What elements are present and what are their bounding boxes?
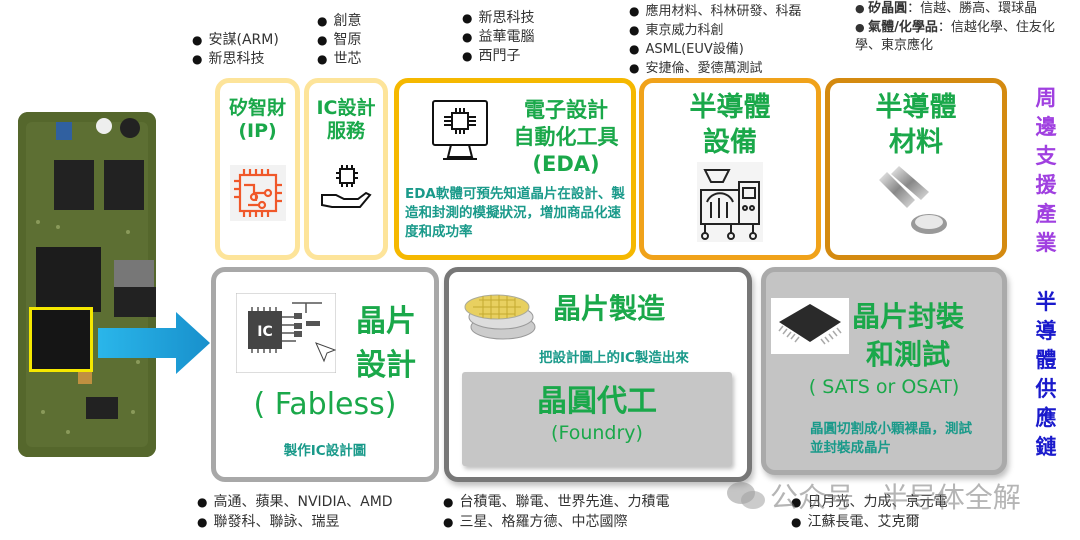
- wafer-stack-icon: [463, 291, 539, 347]
- equipment-company-list: 應用材料、科林研發、科磊 東京威力科創 ASML(EUV設備) 安捷倫、愛德萬測…: [629, 2, 802, 78]
- list-item: 江蘇長電、艾克爾: [791, 512, 947, 532]
- ic-chip-icon: IC: [235, 292, 337, 377]
- arrow-icon: [98, 312, 210, 378]
- svg-text:IC: IC: [257, 324, 272, 340]
- list-item: 益華電腦: [462, 28, 534, 47]
- fab-title: 晶片製造: [553, 292, 666, 325]
- ip-company-list: 安謀(ARM) 新思科技: [192, 31, 279, 69]
- list-item: 三星、格羅方德、中芯國際: [443, 512, 669, 532]
- foundry-panel: 晶圓代工 (Foundry): [462, 372, 732, 466]
- list-item: 日月光、力成、京元電: [791, 492, 947, 512]
- osat-description: 晶圓切割成小顆裸晶，測試並封裝成晶片: [810, 421, 972, 456]
- list-item: 安謀(ARM): [192, 31, 278, 50]
- ip-box: 矽智財 (IP): [215, 78, 300, 260]
- list-item: 新思科技: [192, 50, 279, 69]
- fab-company-list: 台積電、聯電、世界先進、力積電 三星、格羅方德、中芯國際: [443, 492, 669, 532]
- osat-label: ( SATS or OSAT): [808, 376, 960, 398]
- list-item: 智原: [317, 31, 361, 50]
- ic-service-company-list: 創意 智原 世芯: [317, 12, 361, 69]
- list-item: 世芯: [317, 50, 361, 69]
- monitor-chip-icon: [431, 99, 489, 169]
- silicon-ingot-icon: [879, 164, 953, 240]
- watermark: 公众号 · 半导体全解: [726, 476, 1021, 520]
- list-item: 應用材料、科林研發、科磊: [629, 2, 801, 21]
- fab-description: 把設計圖上的IC製造出來: [539, 350, 689, 366]
- qfp-chip-icon: [771, 298, 849, 358]
- eda-box: 電子設計 自動化工具 (EDA) EDA軟體可預先知道晶片在設計、製造和封測的模…: [394, 78, 636, 260]
- list-item: 聯發科、聯詠、瑞昱: [197, 512, 393, 532]
- machine-icon: [697, 162, 763, 242]
- list-item: ASML(EUV設備): [629, 40, 802, 59]
- chip-packaging-box: 晶片封裝 和測試 ( SATS or OSAT) 晶圓切割成小顆裸晶，測試並封裝…: [761, 267, 1007, 475]
- chip-fab-box: 晶片製造 把設計圖上的IC製造出來 晶圓代工 (Foundry): [444, 267, 752, 482]
- hand-chip-icon: [318, 163, 374, 213]
- ic-service-box: IC設計 服務: [304, 78, 388, 260]
- eda-company-list: 新思科技 益華電腦 西門子: [462, 9, 534, 66]
- support-industry-label: 周邊支援產業: [1035, 86, 1057, 255]
- design-description: 製作IC設計圖: [283, 443, 367, 459]
- equipment-box: 半導體 設備: [639, 78, 821, 260]
- list-item: 台積電、聯電、世界先進、力積電: [443, 492, 669, 512]
- eda-description: EDA軟體可預先知道晶片在設計、製造和封測的模擬狀況，增加商品化速度和成功率: [405, 186, 625, 240]
- list-item: 新思科技: [462, 9, 534, 28]
- list-item: 安捷倫、愛德萬測試: [629, 59, 802, 78]
- design-company-list: 高通、蘋果、NVIDIA、AMD 聯發科、聯詠、瑞昱: [197, 492, 393, 532]
- pcb-photo: [18, 112, 156, 457]
- materials-box: 半導體 材料: [825, 78, 1007, 260]
- fabless-label: ( Fabless): [253, 387, 397, 422]
- supply-chain-label: 半導體供應鏈: [1035, 290, 1057, 459]
- chip-design-box: IC 晶片 設計 ( Fabless) 製作IC設計圖: [211, 267, 439, 482]
- list-item: ● 氣體/化學品：信越化學、住友化學、東京應化: [855, 20, 1055, 53]
- list-item: 西門子: [462, 47, 534, 66]
- list-item: 創意: [317, 12, 361, 31]
- list-item: ● 矽晶圓：信越、勝高、環球晶: [855, 1, 1038, 16]
- circuit-chip-icon: [229, 164, 286, 221]
- highlight-box: [29, 307, 93, 372]
- wechat-icon: [726, 479, 766, 520]
- materials-company-list: ● 矽晶圓：信越、勝高、環球晶 ● 氣體/化學品：信越化學、住友化學、東京應化: [855, 0, 1060, 55]
- osat-company-list: 日月光、力成、京元電 江蘇長電、艾克爾: [791, 492, 947, 532]
- list-item: 東京威力科創: [629, 21, 802, 40]
- list-item: 高通、蘋果、NVIDIA、AMD: [197, 492, 392, 512]
